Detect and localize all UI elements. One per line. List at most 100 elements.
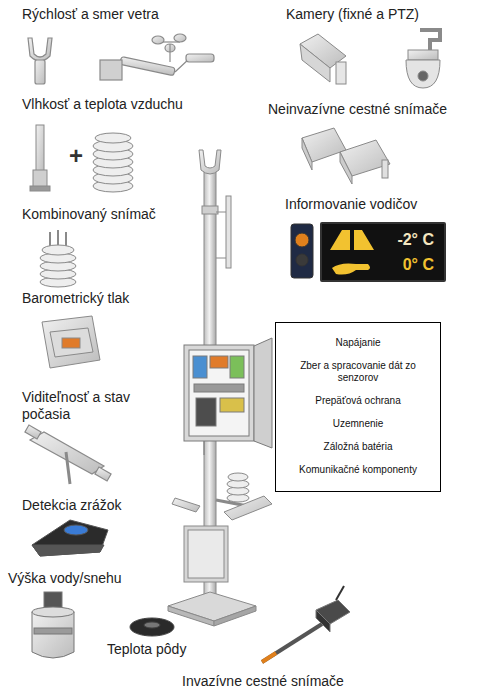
sensor-label: Kombinovaný snímač: [22, 206, 156, 223]
level-sensor-icon: [32, 592, 74, 658]
cabinet-part: [254, 338, 272, 448]
invasive-sensor-icon-part: [316, 610, 330, 632]
pole-part: [216, 258, 226, 259]
anemometer-icon-part: [174, 34, 186, 42]
visibility-sensor-icon: [25, 425, 111, 484]
component-text: Záložná batéria: [324, 441, 393, 453]
cabinet-part: [220, 398, 244, 412]
invasive-sensor-icon: [262, 586, 350, 662]
humidity-probe-icon: [30, 125, 50, 191]
sensor-bracket-part: [228, 473, 248, 481]
soil-sensor-icon-part: [144, 622, 160, 628]
component-text: Napájanie: [335, 337, 380, 349]
ptz-camera-icon-part: [406, 60, 440, 88]
combined-sensor-icon-part: [42, 245, 74, 255]
anemometer-icon-part: [120, 56, 175, 75]
anemometer-icon-part: [186, 54, 214, 62]
road-icon: [330, 230, 374, 250]
sensor-label: Detekcia zrážok: [22, 497, 122, 514]
pole-base-part: [168, 592, 256, 621]
barometer-icon-part: [42, 316, 100, 368]
combined-sensor-icon-part: [50, 230, 66, 246]
anemometer-icon-part: [169, 44, 170, 62]
sign-reading: -2° C: [397, 231, 434, 249]
cabinet-part: [194, 384, 244, 392]
sensor-bracket-part: [188, 530, 224, 578]
wind-vane-icon-part: [28, 38, 52, 61]
ptz-camera-icon: [406, 30, 440, 88]
sensor-bracket-part: [224, 496, 272, 520]
humidity-probe-icon-part: [33, 170, 47, 188]
sensor-label: Výška vody/snehu: [8, 570, 122, 587]
wind-vane-icon-part: [35, 60, 45, 84]
level-sensor-icon-part: [44, 592, 62, 608]
traffic-light-icon-part: [296, 254, 308, 266]
rain-detector-icon-part: [32, 520, 108, 556]
sensor-label: Barometrický tlak: [22, 290, 129, 307]
ptz-camera-icon-part: [420, 30, 440, 52]
pole-part: [199, 150, 221, 174]
level-sensor-icon-part: [34, 628, 72, 634]
cabinet-part: [204, 441, 205, 455]
radiation-shield-icon: [93, 133, 133, 192]
component-text: Prepäťová ochrana: [315, 395, 400, 407]
cabinet: [184, 338, 272, 455]
traffic-light-icon-part: [295, 233, 309, 247]
anemometer-icon-part: [152, 36, 164, 44]
cabinet-part: [230, 356, 244, 378]
visibility-sensor-icon-part: [66, 452, 70, 484]
fixed-camera-icon: [300, 34, 346, 84]
sensor-label: Teplota pôdy: [107, 641, 186, 658]
cabinet-part: [184, 345, 254, 441]
humidity-probe-icon-part: [36, 125, 44, 173]
anemometer-icon-part: [100, 60, 122, 80]
cabinet-part: [189, 350, 249, 436]
fixed-camera-icon-part: [336, 62, 346, 84]
invasive-sensor-icon-part: [336, 586, 344, 600]
ptz-camera-icon-part: [408, 50, 438, 60]
rain-detector-icon-part: [64, 525, 88, 535]
sign-reading: 0° C: [403, 256, 434, 274]
combined-sensor-icon: [40, 230, 76, 287]
component-text: Zber a spracovanie dát zo senzorov: [284, 360, 432, 384]
pole-part: [202, 206, 218, 214]
invasive-sensor-icon-part: [262, 624, 322, 662]
pole-base: [168, 592, 256, 626]
road-camera-icon: [302, 128, 390, 184]
wind-vane-icon: [28, 38, 52, 84]
visibility-sensor-icon-part: [25, 425, 41, 439]
humidity-probe-icon-part: [30, 186, 50, 191]
cabinet-part: [210, 356, 228, 368]
sensor-label: Kamery (fixné a PTZ): [286, 6, 419, 23]
sensor-label: Neinvazívne cestné snímače: [268, 101, 447, 118]
barometer-icon: [42, 316, 100, 368]
road-camera-icon-part: [302, 138, 312, 170]
plus-sign: +: [69, 143, 83, 169]
driver-info-sign: -2° C 0° C: [320, 222, 446, 282]
sensor-bracket-part: [172, 498, 200, 512]
cabinet-part: [196, 398, 216, 426]
level-sensor-icon-part: [32, 612, 74, 658]
component-text: Komunikačné komponenty: [299, 464, 417, 476]
anemometer-icon: [100, 34, 214, 80]
barometer-icon-part: [50, 328, 93, 357]
visibility-sensor-icon-part: [95, 467, 111, 481]
component-text: Uzemnenie: [333, 418, 384, 430]
rain-detector-icon: [32, 520, 108, 556]
sensor-label: Informovanie vodičov: [285, 196, 417, 213]
pole-part: [216, 212, 226, 213]
radiation-shield-icon-part: [95, 133, 131, 143]
sensor-bracket: [172, 473, 272, 582]
pole-base-part: [214, 606, 256, 626]
level-sensor-icon-part: [32, 607, 74, 617]
road-camera-icon-part: [340, 152, 352, 184]
invasive-sensor-icon-part: [262, 653, 276, 662]
barometer-icon-part: [62, 338, 80, 348]
ptz-camera-icon-part: [418, 71, 428, 81]
sensor-label: Rýchlosť a smer vetra: [22, 6, 159, 23]
sensor-bracket-part: [184, 526, 228, 582]
rain-detector-icon-part: [32, 545, 104, 556]
road-camera-icon-part: [382, 160, 388, 178]
sensor-label: Vlhkosť a teplota vzduchu: [22, 96, 183, 113]
